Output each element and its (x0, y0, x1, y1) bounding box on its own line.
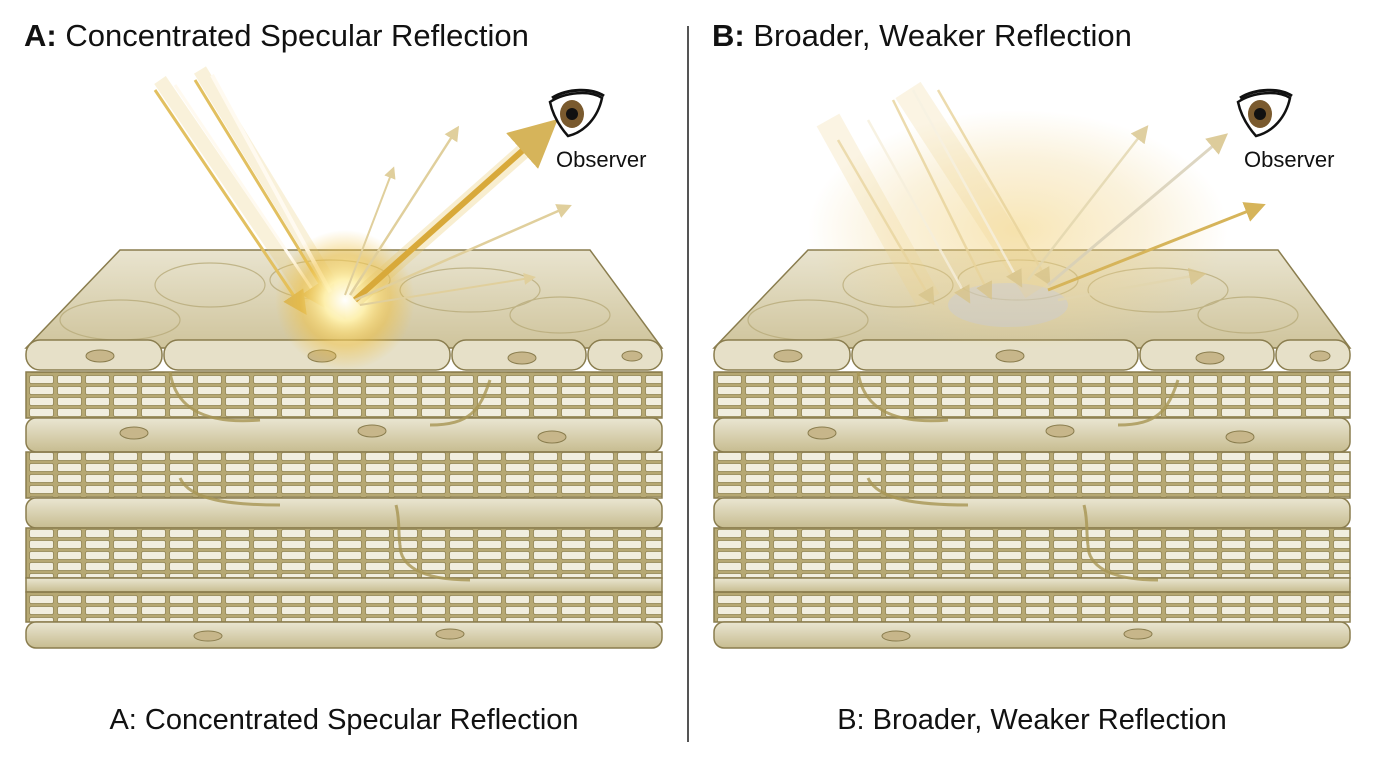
panel-b: B: Broader, Weaker Reflection (688, 0, 1376, 768)
panel-a-title-letter: A: (24, 18, 57, 53)
panel-a-illustration (24, 66, 664, 649)
eye-icon (548, 88, 605, 138)
panel-a-title: A: Concentrated Specular Reflection (24, 18, 529, 54)
reflected-light-b (1027, 125, 1266, 302)
observer-label-b: Observer (1244, 147, 1335, 172)
panel-b-title: B: Broader, Weaker Reflection (712, 18, 1132, 54)
reflection-flare-a (275, 230, 415, 370)
panel-b-caption: B: Broader, Weaker Reflection (837, 704, 1227, 736)
panel-b-title-text: Broader, Weaker Reflection (744, 18, 1132, 53)
observer-label-a: Observer (556, 147, 647, 172)
incoming-light-b (816, 81, 1051, 307)
panel-b-illustration (712, 81, 1352, 649)
panel-divider (687, 26, 689, 742)
panel-a: A: Concentrated Specular Reflection (24, 18, 664, 736)
eye-icon (1236, 88, 1293, 138)
panel-b-title-letter: B: (712, 18, 745, 53)
panel-a-caption: A: Concentrated Specular Reflection (109, 704, 579, 736)
panel-a-title-text: Concentrated Specular Reflection (56, 18, 529, 53)
reflected-light-a (344, 119, 572, 306)
